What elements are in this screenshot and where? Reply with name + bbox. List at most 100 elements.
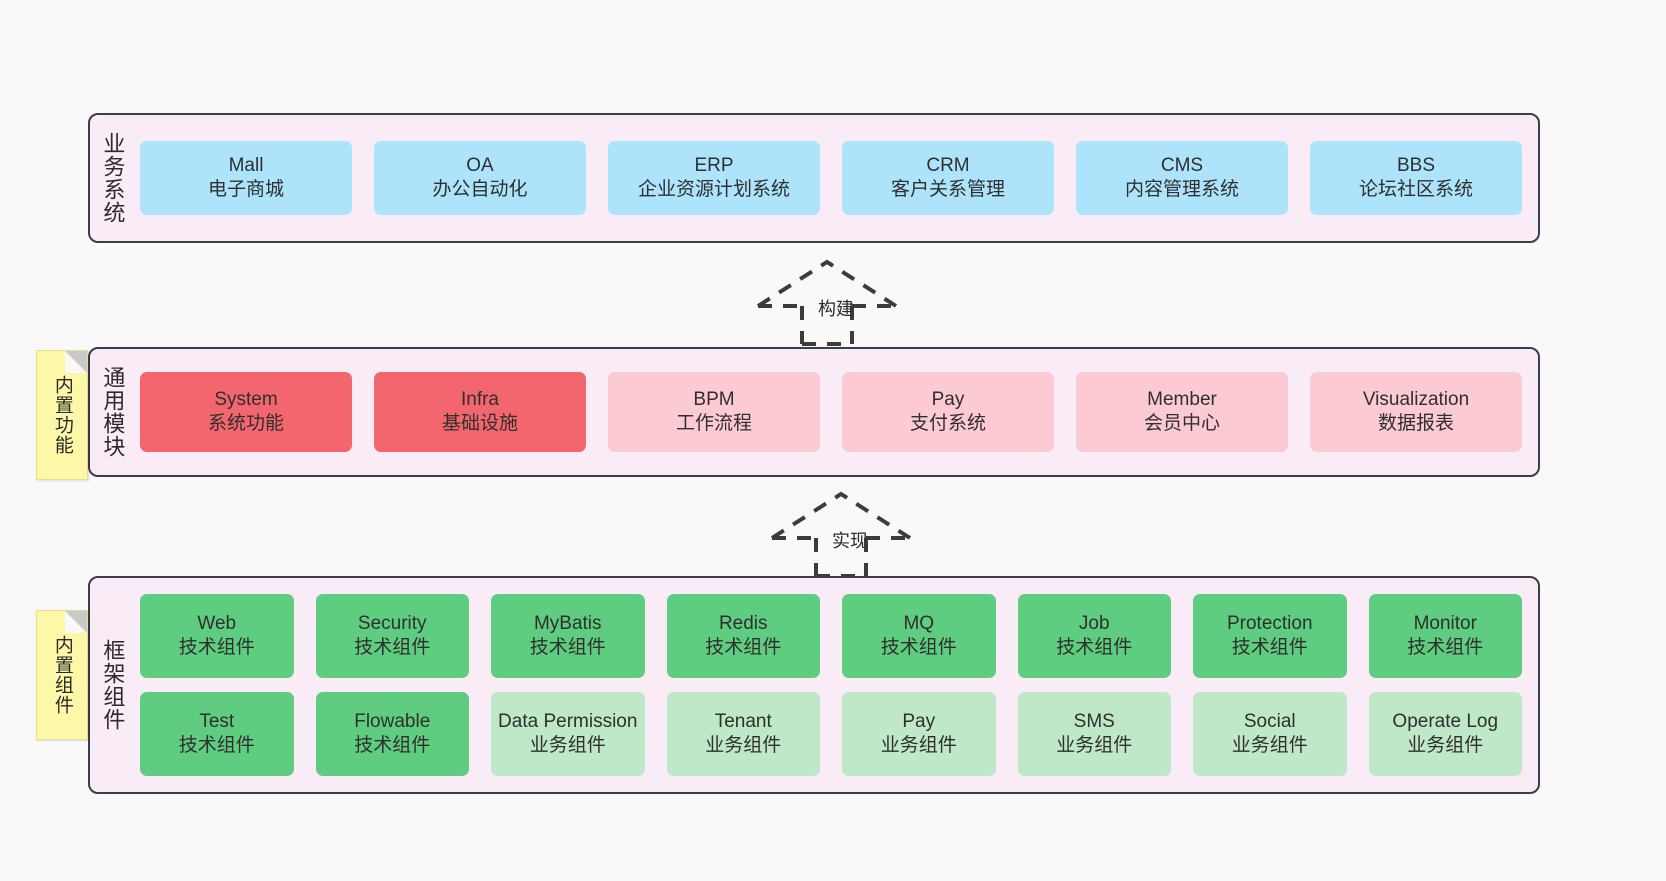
layer-common-modules: 通用模块 System 系统功能 Infra 基础设施 BPM 工作流程 Pay… — [88, 347, 1540, 477]
card-pay-component[interactable]: Pay 业务组件 — [842, 692, 996, 776]
card-web[interactable]: Web 技术组件 — [140, 594, 294, 678]
card-name: Test — [199, 710, 235, 732]
card-name: MyBatis — [533, 612, 602, 634]
card-crm[interactable]: CRM 客户关系管理 — [842, 141, 1054, 215]
layer-body-modules: System 系统功能 Infra 基础设施 BPM 工作流程 Pay 支付系统… — [134, 349, 1538, 475]
layer-title-framework: 框架组件 — [100, 639, 126, 731]
card-desc: 内容管理系统 — [1124, 179, 1239, 200]
card-security[interactable]: Security 技术组件 — [315, 594, 469, 678]
card-desc: 数据报表 — [1377, 413, 1454, 434]
card-mybatis[interactable]: MyBatis 技术组件 — [491, 594, 645, 678]
arrow-head-triangle — [770, 491, 912, 540]
card-job[interactable]: Job 技术组件 — [1017, 594, 1171, 678]
card-name: BBS — [1396, 154, 1436, 176]
card-desc: 业务组件 — [1231, 735, 1308, 756]
card-name: System — [214, 388, 278, 410]
card-desc: 会员中心 — [1143, 413, 1220, 434]
card-name: Job — [1078, 612, 1110, 634]
sticky-note-builtin-function: 内置功能 — [36, 350, 88, 480]
card-desc: 技术组件 — [705, 637, 782, 658]
layer-framework-components: 框架组件 Web 技术组件 Security 技术组件 MyBatis 技术组件… — [88, 576, 1540, 794]
card-desc: 论坛社区系统 — [1358, 179, 1473, 200]
card-desc: 业务组件 — [1407, 735, 1484, 756]
card-name: Pay — [902, 710, 936, 732]
card-name: Redis — [718, 612, 768, 634]
card-desc: 技术组件 — [1407, 637, 1484, 658]
card-desc: 业务组件 — [705, 735, 782, 756]
card-name: OA — [466, 154, 494, 176]
card-name: CMS — [1160, 154, 1204, 176]
card-name: Member — [1147, 388, 1217, 410]
card-name: CRM — [926, 154, 970, 176]
layer-title-business: 业务系统 — [100, 132, 126, 224]
card-desc: 基础设施 — [441, 413, 518, 434]
card-name: Protection — [1226, 612, 1313, 634]
card-monitor[interactable]: Monitor 技术组件 — [1368, 594, 1522, 678]
card-name: Flowable — [354, 710, 431, 732]
card-mq[interactable]: MQ 技术组件 — [842, 594, 996, 678]
card-flowable[interactable]: Flowable 技术组件 — [315, 692, 469, 776]
card-name: Operate Log — [1392, 710, 1499, 732]
card-desc: 业务组件 — [880, 735, 957, 756]
card-desc: 技术组件 — [1056, 637, 1133, 658]
card-name: Infra — [460, 388, 500, 410]
layer-body-business: Mall 电子商城 OA 办公自动化 ERP 企业资源计划系统 CRM 客户关系… — [134, 115, 1538, 241]
sticky-note-builtin-component: 内置组件 — [36, 610, 88, 740]
card-desc: 系统功能 — [207, 413, 284, 434]
layer-business-systems: 业务系统 Mall 电子商城 OA 办公自动化 ERP 企业资源计划系统 CRM… — [88, 113, 1540, 243]
card-desc: 电子商城 — [207, 179, 284, 200]
card-member[interactable]: Member 会员中心 — [1076, 372, 1288, 452]
arrow-implement: 实现 — [766, 488, 916, 578]
card-operate-log[interactable]: Operate Log 业务组件 — [1368, 692, 1522, 776]
card-desc: 办公自动化 — [432, 179, 528, 200]
card-sms[interactable]: SMS 业务组件 — [1017, 692, 1171, 776]
card-system[interactable]: System 系统功能 — [140, 372, 352, 452]
card-protection[interactable]: Protection 技术组件 — [1193, 594, 1347, 678]
card-bpm[interactable]: BPM 工作流程 — [608, 372, 820, 452]
card-name: Mall — [228, 154, 264, 176]
card-social[interactable]: Social 业务组件 — [1193, 692, 1347, 776]
card-bbs[interactable]: BBS 论坛社区系统 — [1310, 141, 1522, 215]
card-desc: 技术组件 — [354, 735, 431, 756]
card-desc: 企业资源计划系统 — [637, 179, 790, 200]
card-row: Mall 电子商城 OA 办公自动化 ERP 企业资源计划系统 CRM 客户关系… — [140, 141, 1522, 215]
card-desc: 技术组件 — [529, 637, 606, 658]
card-infra[interactable]: Infra 基础设施 — [374, 372, 586, 452]
card-desc: 技术组件 — [178, 637, 255, 658]
card-erp[interactable]: ERP 企业资源计划系统 — [608, 141, 820, 215]
card-desc: 技术组件 — [354, 637, 431, 658]
card-name: Data Permission — [498, 710, 638, 732]
card-desc: 业务组件 — [529, 735, 606, 756]
layer-body-framework: Web 技术组件 Security 技术组件 MyBatis 技术组件 Redi… — [134, 578, 1538, 792]
card-name: MQ — [903, 612, 935, 634]
card-oa[interactable]: OA 办公自动化 — [374, 141, 586, 215]
card-desc: 工作流程 — [675, 413, 752, 434]
card-cms[interactable]: CMS 内容管理系统 — [1076, 141, 1288, 215]
sticky-note-text: 内置功能 — [51, 375, 73, 455]
card-name: Social — [1243, 710, 1296, 732]
card-redis[interactable]: Redis 技术组件 — [666, 594, 820, 678]
card-desc: 业务组件 — [1056, 735, 1133, 756]
card-desc: 支付系统 — [909, 413, 986, 434]
card-row: Web 技术组件 Security 技术组件 MyBatis 技术组件 Redi… — [140, 594, 1522, 678]
card-name: Pay — [931, 388, 965, 410]
card-data-permission[interactable]: Data Permission 业务组件 — [491, 692, 645, 776]
card-name: SMS — [1073, 710, 1115, 732]
card-name: Web — [197, 612, 237, 634]
card-desc: 技术组件 — [880, 637, 957, 658]
arrow-label-implement: 实现 — [832, 531, 868, 551]
card-mall[interactable]: Mall 电子商城 — [140, 141, 352, 215]
card-pay-module[interactable]: Pay 支付系统 — [842, 372, 1054, 452]
card-name: BPM — [693, 388, 735, 410]
card-name: ERP — [694, 154, 734, 176]
card-name: Monitor — [1413, 612, 1477, 634]
card-visualization[interactable]: Visualization 数据报表 — [1310, 372, 1522, 452]
card-name: Visualization — [1362, 388, 1470, 410]
card-tenant[interactable]: Tenant 业务组件 — [666, 692, 820, 776]
card-test[interactable]: Test 技术组件 — [140, 692, 294, 776]
card-desc: 技术组件 — [1231, 637, 1308, 658]
card-row: System 系统功能 Infra 基础设施 BPM 工作流程 Pay 支付系统… — [140, 372, 1522, 452]
layer-title-modules: 通用模块 — [100, 366, 126, 458]
card-desc: 客户关系管理 — [890, 179, 1005, 200]
arrow-label-build: 构建 — [818, 299, 854, 319]
